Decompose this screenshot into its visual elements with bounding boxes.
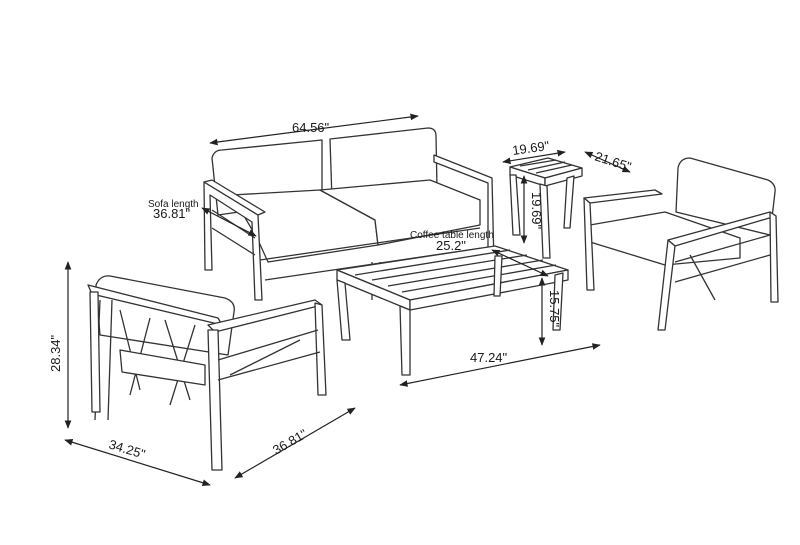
chair-height-label: 28.34" — [48, 334, 63, 372]
end-table-drawing — [509, 157, 583, 259]
end-table-width-label: 19.69" — [511, 138, 550, 158]
end-table-depth-dim — [584, 151, 631, 173]
right-armchair-drawing — [583, 157, 779, 331]
end-table-depth-label: 21.65" — [593, 149, 633, 175]
coffee-table-length-dim — [491, 249, 549, 277]
chair-depth-label: 36.81" — [270, 426, 310, 458]
coffee-table-length-label: 25.2" — [436, 238, 466, 253]
sofa-length-label: 36.81" — [153, 206, 191, 221]
chair-width-label: 34.25" — [107, 437, 147, 462]
sofa-length-dim — [201, 207, 257, 237]
dimension-lines — [64, 113, 631, 486]
sofa-width-dim — [209, 113, 419, 146]
chair-depth-dim — [234, 407, 356, 479]
coffee-table-drawing — [336, 245, 569, 376]
left-armchair-drawing — [87, 275, 327, 471]
coffee-table-width-dim — [399, 343, 601, 387]
sofa-width-label: 64.56" — [292, 120, 330, 135]
coffee-table-length-caption: Coffee table length — [410, 230, 494, 241]
coffee-table-height-label: 15.75" — [547, 290, 562, 328]
coffee-table-width-label: 47.24" — [470, 350, 508, 365]
end-table-width-dim — [502, 149, 566, 165]
chair-width-dim — [64, 439, 211, 486]
end-table-height-label: 19.69" — [529, 192, 544, 230]
sofa-length-caption: Sofa length — [148, 199, 199, 210]
